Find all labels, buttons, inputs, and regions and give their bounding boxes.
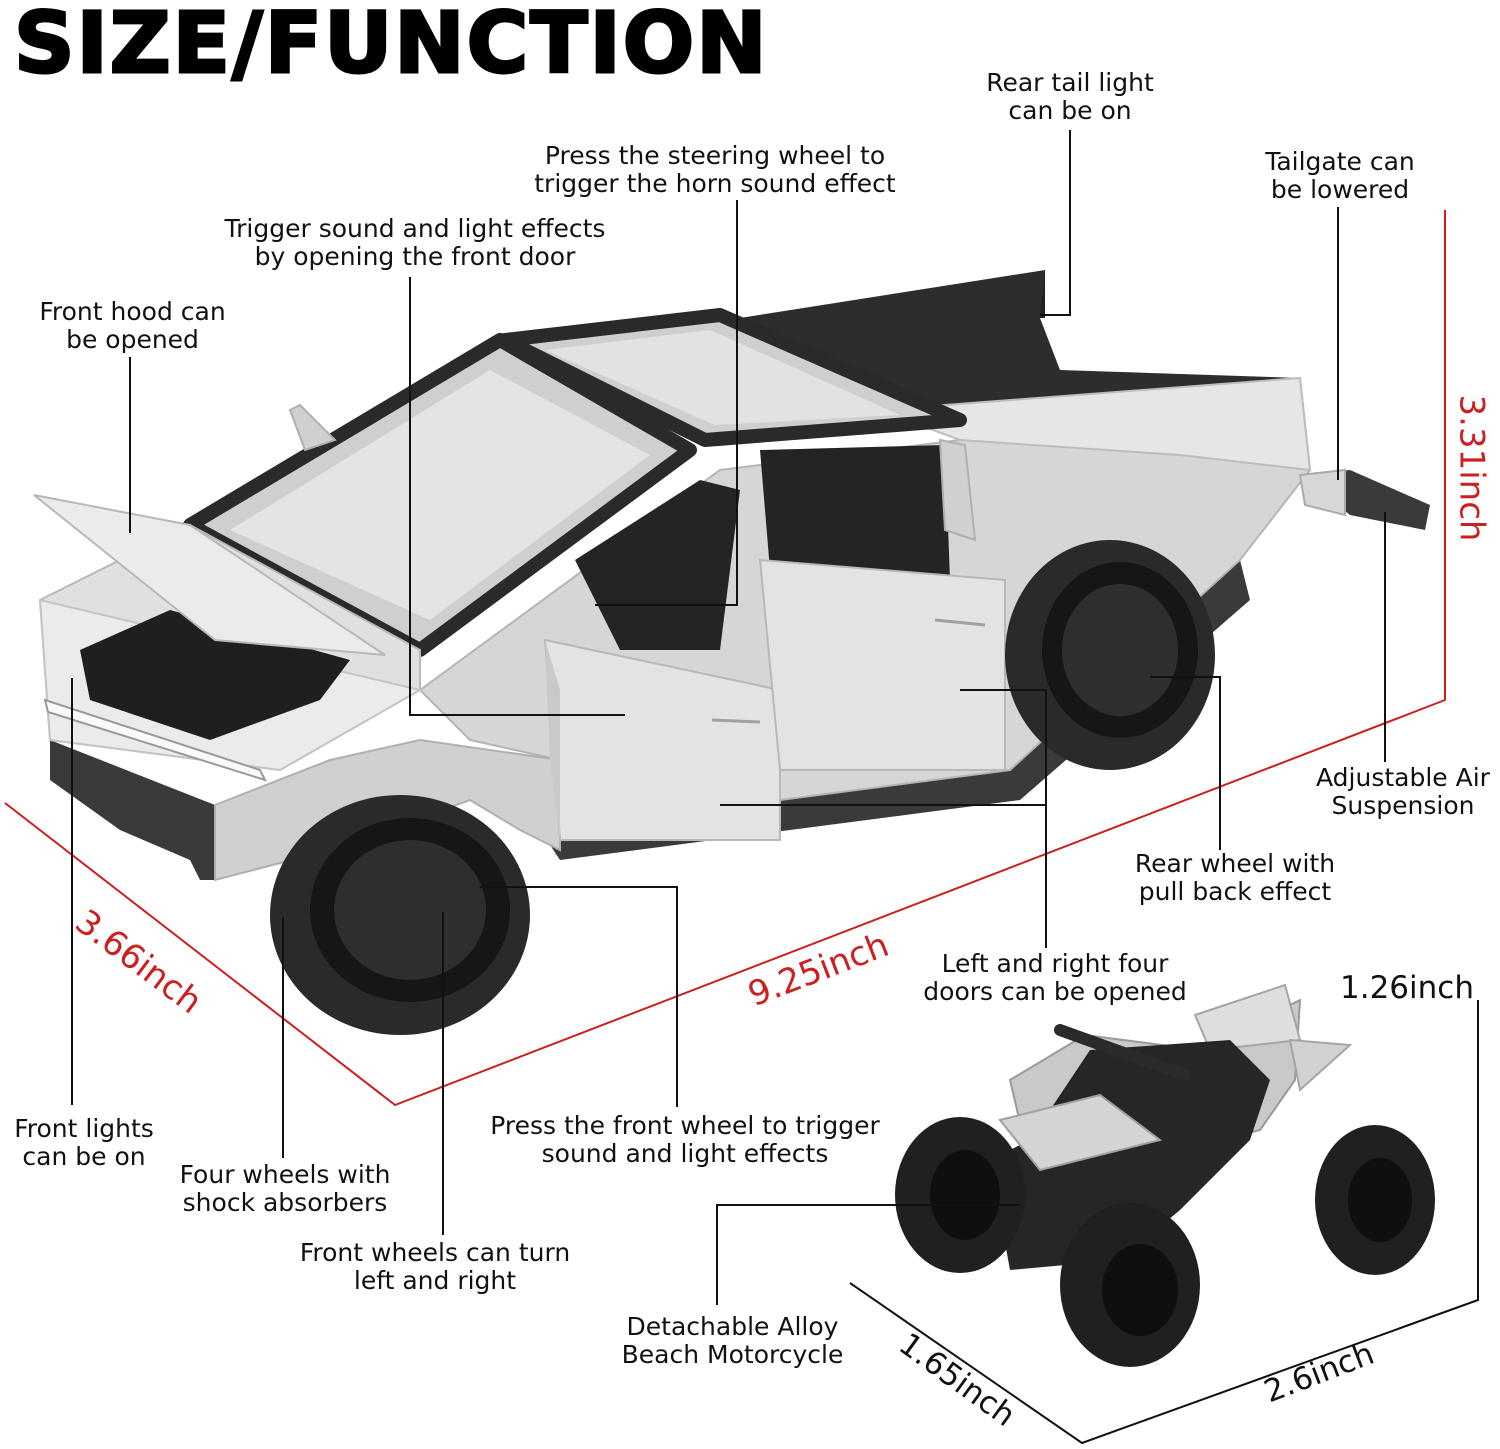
callout-front-lights: Front lights can be on (14, 1114, 154, 1171)
callout-steering-horn: Press the steering wheel to trigger the … (534, 141, 896, 198)
dimension-truck-height: 3.31inch (1451, 394, 1492, 542)
dimension-atv-height: 1.26inch (1340, 970, 1474, 1006)
callout-lines (71, 130, 1386, 1305)
cybertruck-model (33, 270, 1430, 1035)
page-title: SIZE/FUNCTION (13, 0, 769, 94)
callout-motorcycle: Detachable Alloy Beach Motorcycle (621, 1312, 844, 1369)
callout-rear-tail-light: Rear tail light can be on (986, 68, 1154, 125)
callout-four-doors: Left and right four doors can be opened (923, 949, 1187, 1006)
callout-air-suspension: Adjustable Air Suspension (1316, 763, 1490, 820)
callout-front-wheels-turn: Front wheels can turn left and right (299, 1238, 571, 1295)
callout-front-hood: Front hood can be opened (39, 297, 226, 354)
callout-tailgate: Tailgate can be lowered (1265, 147, 1415, 204)
callout-front-door: Trigger sound and light effects by openi… (224, 214, 606, 271)
dimension-lines (4, 210, 1446, 1107)
callout-shock-absorbers: Four wheels with shock absorbers (179, 1160, 391, 1217)
atv-dimension-lines (849, 1000, 1479, 1445)
callout-rear-wheel: Rear wheel with pull back effect (1134, 849, 1336, 906)
atv-model (895, 983, 1435, 1367)
callout-front-wheel-press: Press the front wheel to trigger sound a… (490, 1111, 880, 1168)
